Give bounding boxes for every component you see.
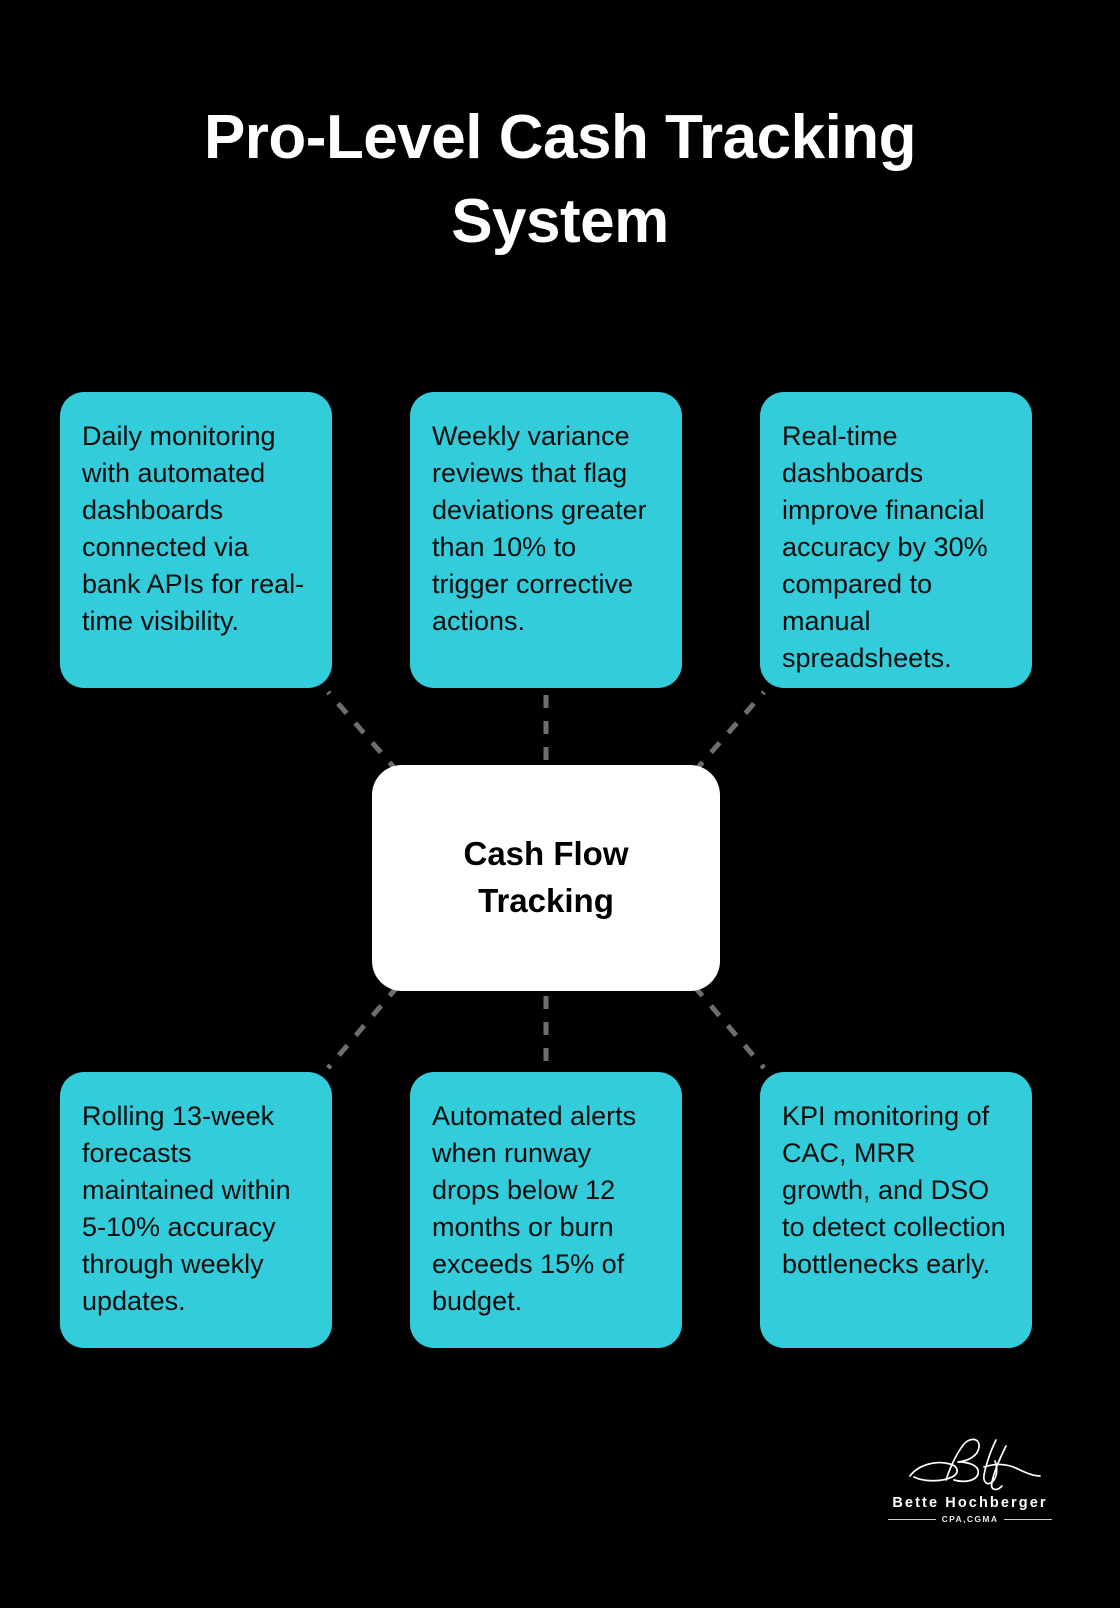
brand-credential: CPA,CGMA	[941, 1514, 999, 1524]
connector-to-leaf-1	[326, 690, 400, 774]
signature-monogram-icon	[909, 1438, 1041, 1491]
brand-rule-left	[888, 1518, 936, 1520]
leaf-card-text: Real-time dashboards improve financial a…	[782, 421, 988, 673]
leaf-card-text: Rolling 13-week forecasts maintained wit…	[82, 1101, 291, 1316]
leaf-card-rolling-forecasts[interactable]: Rolling 13-week forecasts maintained wit…	[60, 1072, 332, 1348]
brand-name: Bette Hochberger	[892, 1495, 1048, 1511]
leaf-card-text: KPI monitoring of CAC, MRR growth, and D…	[782, 1101, 1006, 1279]
brand-logo: Bette Hochberger CPA,CGMA	[888, 1432, 1053, 1542]
leaf-card-kpi-monitoring[interactable]: KPI monitoring of CAC, MRR growth, and D…	[760, 1072, 1032, 1348]
connector-to-leaf-4	[326, 984, 400, 1070]
brand-rule-right	[1004, 1518, 1053, 1520]
center-node-label: Cash Flow Tracking	[463, 835, 629, 919]
leaf-card-automated-alerts[interactable]: Automated alerts when runway drops below…	[410, 1072, 682, 1348]
leaf-card-real-time-dashboards[interactable]: Real-time dashboards improve financial a…	[760, 392, 1032, 688]
page-title: Pro-Level Cash Tracking System	[203, 103, 917, 257]
leaf-card-daily-monitoring[interactable]: Daily monitoring with automated dashboar…	[60, 392, 332, 688]
leaf-card-text: Weekly variance reviews that flag deviat…	[432, 421, 647, 636]
center-node-cash-flow-tracking[interactable]: Cash Flow Tracking	[372, 765, 720, 991]
connector-to-leaf-3	[692, 690, 766, 774]
connector-to-leaf-6	[692, 984, 766, 1070]
leaf-card-text: Automated alerts when runway drops below…	[432, 1101, 637, 1316]
leaf-card-text: Daily monitoring with automated dashboar…	[82, 421, 305, 636]
leaf-card-weekly-variance[interactable]: Weekly variance reviews that flag deviat…	[410, 392, 682, 688]
brand-credential-row: CPA,CGMA	[888, 1514, 1053, 1524]
